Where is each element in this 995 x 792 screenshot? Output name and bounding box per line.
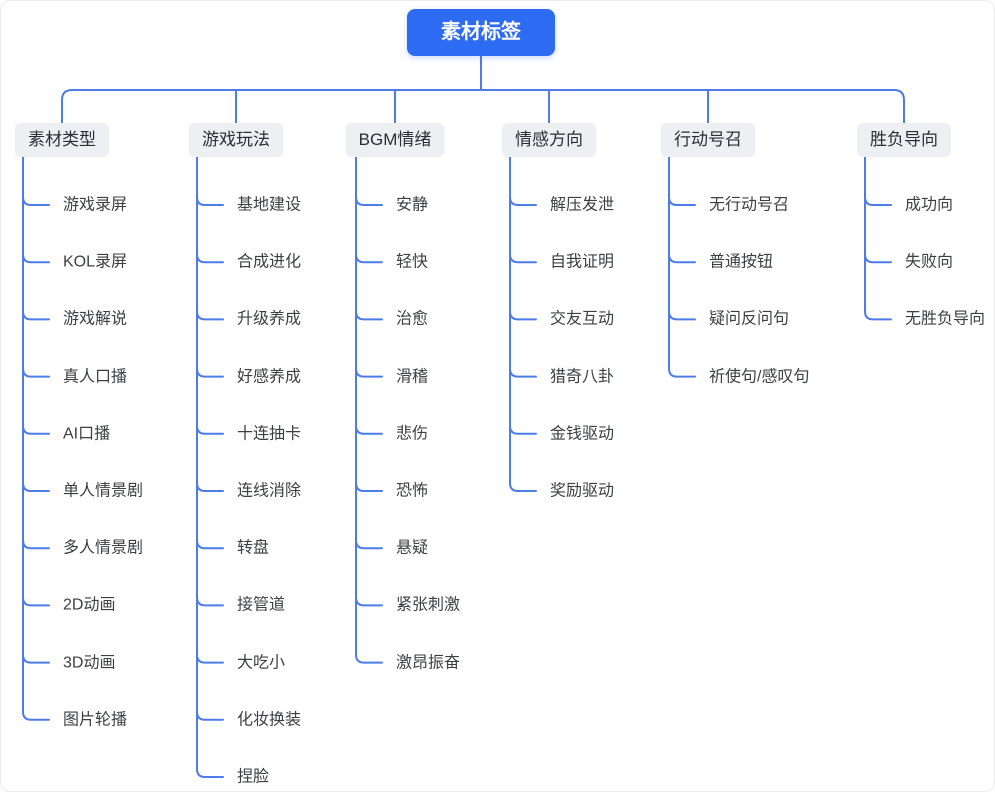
leaf-node: 悬疑 [396,539,429,557]
leaf-node: 大吃小 [237,654,286,672]
branch-node: 游戏玩法 [189,123,283,157]
branch-node: 情感方向 [502,123,596,157]
leaf-node: 捏脸 [237,768,270,786]
leaf-node: 升级养成 [237,310,302,328]
leaf-node: 无胜负导向 [905,310,986,328]
branch-node: 胜负导向 [857,123,951,157]
leaf-node: 2D动画 [63,596,116,614]
leaf-node: 多人情景剧 [63,539,144,557]
leaf-node: 安静 [396,196,429,214]
leaf-node: 游戏解说 [63,310,128,328]
leaf-node: 好感养成 [237,368,302,386]
leaf-node: 紧张刺激 [396,596,461,614]
leaf-node: 解压发泄 [550,196,615,214]
leaf-node: 治愈 [396,310,429,328]
leaf-node: 3D动画 [63,654,116,672]
leaf-node: 化妆换装 [237,711,302,729]
leaf-node: 悲伤 [396,425,429,443]
leaf-node: 失败向 [905,253,954,271]
leaf-node: 图片轮播 [63,711,128,729]
leaf-node: 合成进化 [237,253,302,271]
leaf-node: 金钱驱动 [550,425,615,443]
leaf-node: 转盘 [237,539,270,557]
leaf-node: AI口播 [63,425,111,443]
leaf-node: 普通按钮 [709,253,774,271]
leaf-node: 恐怖 [396,482,429,500]
leaf-node: 接管道 [237,596,286,614]
leaf-node: 奖励驱动 [550,482,615,500]
leaf-node: 连线消除 [237,482,302,500]
tree-connector-path [22,55,905,778]
leaf-node: 猎奇八卦 [550,368,615,386]
leaf-node: 游戏录屏 [63,196,128,214]
leaf-node: 滑稽 [396,368,429,386]
branch-node: BGM情绪 [345,123,445,157]
leaf-node: 基地建设 [237,196,302,214]
leaf-node: 交友互动 [550,310,615,328]
leaf-node: 十连抽卡 [237,425,302,443]
branch-node: 行动号召 [661,123,755,157]
leaf-node: 疑问反问句 [709,310,790,328]
leaf-node: KOL录屏 [63,253,128,271]
root-node: 素材标签 [407,9,555,56]
leaf-node: 轻快 [396,253,429,271]
leaf-node: 单人情景剧 [63,482,144,500]
branch-node: 素材类型 [15,123,109,157]
leaf-node: 激昂振奋 [396,654,461,672]
leaf-node: 无行动号召 [709,196,790,214]
leaf-node: 成功向 [905,196,954,214]
leaf-node: 自我证明 [550,253,615,271]
leaf-node: 真人口播 [63,368,128,386]
leaf-node: 祈使句/感叹句 [709,368,810,386]
